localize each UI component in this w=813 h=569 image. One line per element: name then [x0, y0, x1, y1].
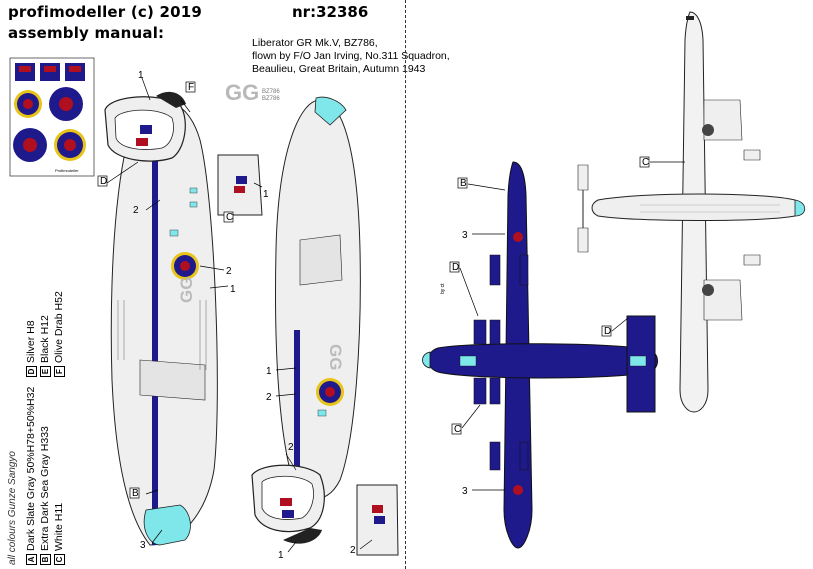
- detail-view-right-bottom: [356, 484, 399, 556]
- callout-C-bottom: C: [454, 424, 461, 435]
- callout-2-c: 2: [266, 392, 272, 403]
- callout-3-c: 3: [462, 486, 468, 497]
- serial-bottom: BZ786: [262, 96, 280, 102]
- aircraft-line-2: flown by F/O Jan Irving, No.311 Squadron…: [252, 50, 450, 62]
- right-code-letters: GG: [326, 344, 345, 370]
- bottom-view: [422, 161, 658, 549]
- callout-1-c: 1: [230, 284, 236, 295]
- callout-2-b: 2: [226, 266, 232, 277]
- left-code-letters: GG: [177, 277, 196, 303]
- callout-2-e: 2: [350, 545, 356, 556]
- plan-views: B 3 D by ct C 3 C D: [422, 11, 806, 549]
- callout-1-d: 1: [266, 366, 272, 377]
- callout-B-top: B: [460, 178, 467, 189]
- callout-1-a: 1: [138, 70, 144, 81]
- callout-F: F: [188, 82, 194, 93]
- callout-D-left: D: [100, 176, 107, 187]
- callout-1-b: 1: [263, 189, 269, 200]
- fuselage-right-profile: GG: [251, 96, 361, 544]
- callout-C-left: C: [226, 212, 233, 223]
- callout-by-ct: by ct: [440, 283, 446, 294]
- assembly-manual-title: assembly manual:: [8, 24, 165, 42]
- aircraft-line-1: Liberator GR Mk.V, BZ786,: [252, 37, 378, 49]
- callout-D-tail: D: [604, 326, 611, 337]
- callout-D-bottom: D: [452, 262, 459, 273]
- product-number: nr:32386: [292, 3, 369, 21]
- serial-top: BZ786: [262, 89, 280, 95]
- callout-C-top: C: [642, 157, 649, 168]
- colour-note: all colours Gunze Sangyo: [7, 451, 18, 565]
- detail-view-left-top: [217, 154, 263, 216]
- fuselage-left-profile: GG: [104, 91, 218, 546]
- code-letters-sample: GG: [225, 80, 259, 105]
- side-profiles: Profimodeller GG: [9, 57, 399, 561]
- callout-3-a: 3: [140, 540, 146, 551]
- aircraft-line-3: Beaulieu, Great Britain, Autumn 1943: [252, 63, 426, 75]
- brand-title: profimodeller (c) 2019: [8, 3, 203, 21]
- decal-caption: Profimodeller: [55, 168, 79, 173]
- top-view: [577, 11, 806, 413]
- right-callouts: B 3 D by ct C 3 C D: [440, 156, 685, 497]
- left-callouts: 1 D F 2 1 C 2 1 1 2 2 B 3 1 2: [97, 70, 373, 561]
- callout-3-b: 3: [462, 230, 468, 241]
- callout-2-d: 2: [288, 442, 294, 453]
- page-divider: [405, 0, 406, 569]
- callout-2-a: 2: [133, 205, 139, 216]
- callout-1-e: 1: [278, 550, 284, 561]
- decal-sheet: Profimodeller: [9, 57, 95, 177]
- callout-B-left: B: [132, 488, 139, 499]
